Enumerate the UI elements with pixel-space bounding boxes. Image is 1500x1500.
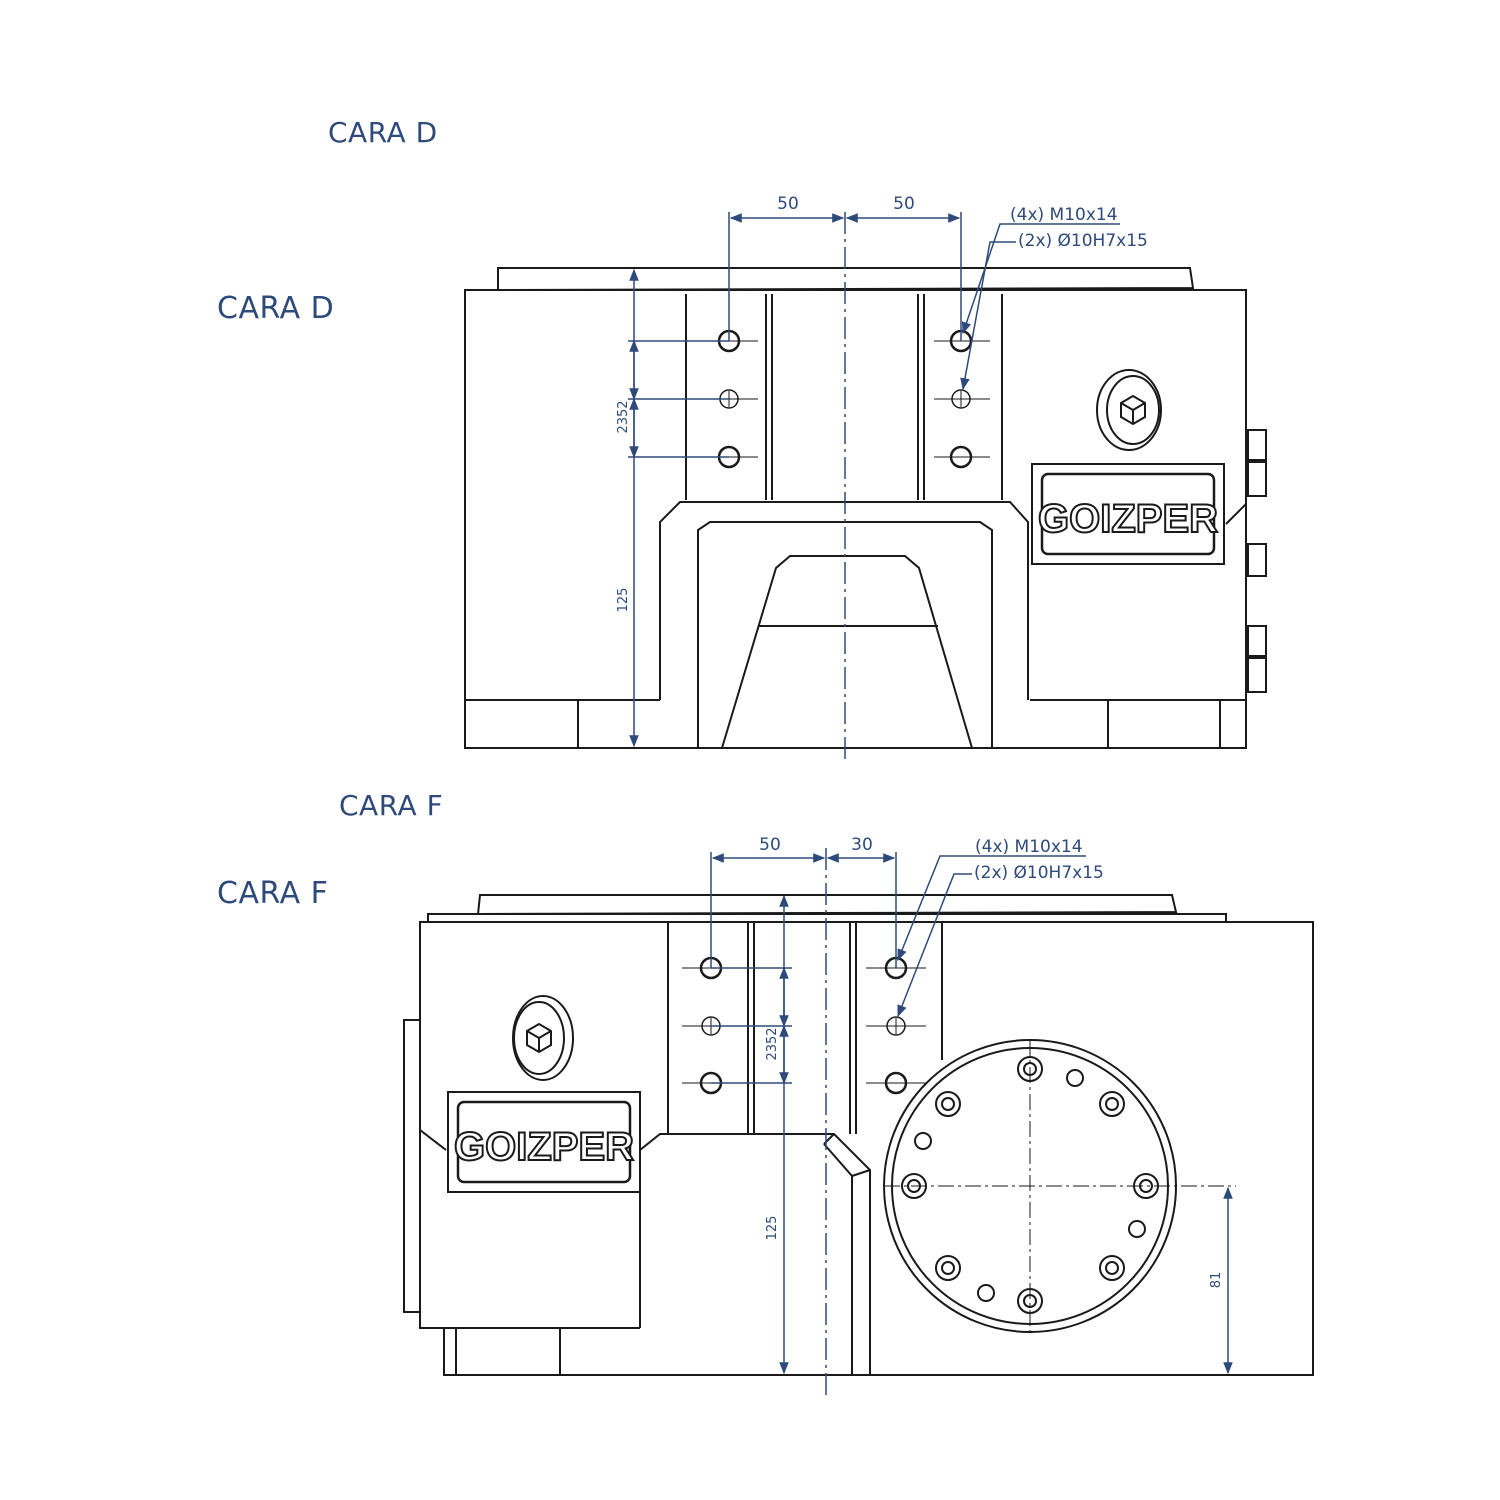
cara-d-dim-height: 125: [616, 588, 631, 613]
title-cara-f-small: CARA F: [339, 789, 444, 822]
cara-f-dim-spacing: 2352: [765, 1027, 780, 1060]
title-cara-d-large: CARA D: [217, 291, 335, 326]
hex-socket-icon: [512, 995, 574, 1081]
mounting-hole-icon: [914, 1132, 932, 1150]
brand-plate: GOIZPER: [447, 1091, 641, 1193]
mounting-hole-icon: [977, 1284, 995, 1302]
brand-logo: GOIZPER: [1038, 497, 1218, 541]
flange-bolt-icon: [935, 1255, 961, 1281]
cara-d-dim-right: 50: [893, 194, 915, 214]
cara-d-view: GOIZPER 50 50 (4x) M10x14 (2x) Ø10H7x15 …: [464, 194, 1267, 762]
hex-socket-icon: [1096, 369, 1162, 451]
cara-d-dim-spacing: 2352: [616, 400, 631, 433]
cara-f-dim-height: 125: [765, 1216, 780, 1241]
cara-f-note-pins: (2x) Ø10H7x15: [974, 863, 1104, 883]
brand-plate: GOIZPER: [1031, 463, 1225, 565]
cara-f-dim-left: 50: [759, 835, 781, 855]
cara-d-note-pins: (2x) Ø10H7x15: [1018, 231, 1148, 251]
mounting-hole-icon: [1128, 1220, 1146, 1238]
cara-d-dim-left: 50: [777, 194, 799, 214]
mounting-hole-icon: [1066, 1069, 1084, 1087]
cara-d-note-threads: (4x) M10x14: [1010, 205, 1118, 225]
cara-d-body: [464, 267, 1267, 749]
flange-bolt-icon: [1099, 1091, 1125, 1117]
title-cara-d-small: CARA D: [328, 116, 438, 149]
flange-bolt-icon: [935, 1091, 961, 1117]
cara-f-dim-flange: 81: [1209, 1272, 1224, 1289]
title-cara-f-large: CARA F: [217, 876, 329, 911]
flange-bolt-icon: [1099, 1255, 1125, 1281]
cara-f-view: GOIZPER: [403, 835, 1314, 1398]
cara-f-dim-right: 30: [851, 835, 873, 855]
brand-logo: GOIZPER: [454, 1125, 634, 1169]
cara-f-note-threads: (4x) M10x14: [975, 837, 1083, 857]
